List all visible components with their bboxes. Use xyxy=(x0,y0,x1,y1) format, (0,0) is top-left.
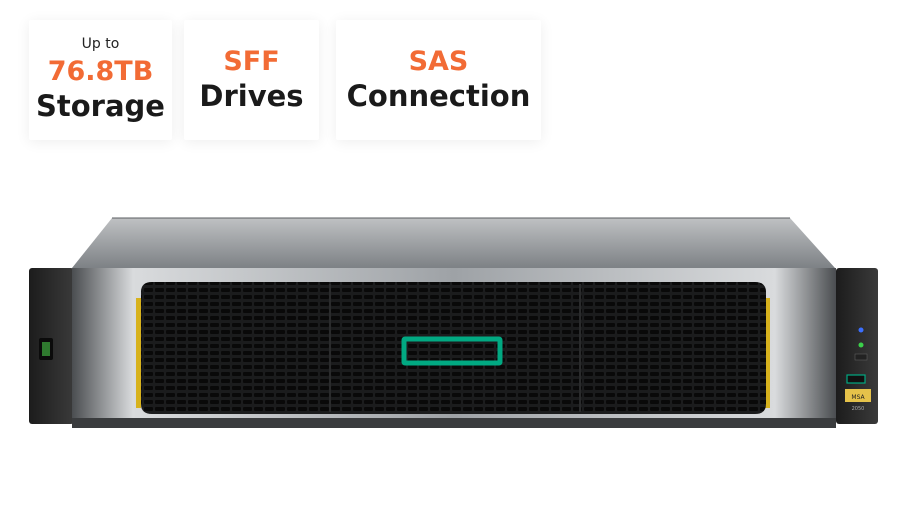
hpe-logo xyxy=(401,336,503,366)
feature-prefix: Up to xyxy=(81,36,120,52)
model-text: 2050 xyxy=(852,406,865,412)
bezel-grille xyxy=(141,282,766,414)
feature-card-connection: SAS Connection xyxy=(336,20,541,140)
feature-highlight: SFF xyxy=(223,46,280,77)
feature-card-drives: SFF Drives xyxy=(184,20,319,140)
hpe-mini-logo xyxy=(846,374,866,384)
left-accent-strip xyxy=(136,298,141,408)
status-led-green xyxy=(858,342,864,348)
status-led-blue xyxy=(858,327,864,333)
feature-card-storage: Up to 76.8TB Storage xyxy=(29,20,172,140)
feature-title: Drives xyxy=(199,79,304,113)
feature-highlight: 76.8TB xyxy=(47,56,154,87)
feature-highlight: SAS xyxy=(408,46,469,77)
chassis-top xyxy=(72,218,835,268)
feature-title: Connection xyxy=(346,79,531,113)
right-accent-strip xyxy=(765,298,770,408)
msa-badge xyxy=(845,389,871,402)
feature-title: Storage xyxy=(36,89,165,123)
right-rack-ear xyxy=(836,268,878,424)
msa-badge-text: MSA xyxy=(851,394,865,401)
